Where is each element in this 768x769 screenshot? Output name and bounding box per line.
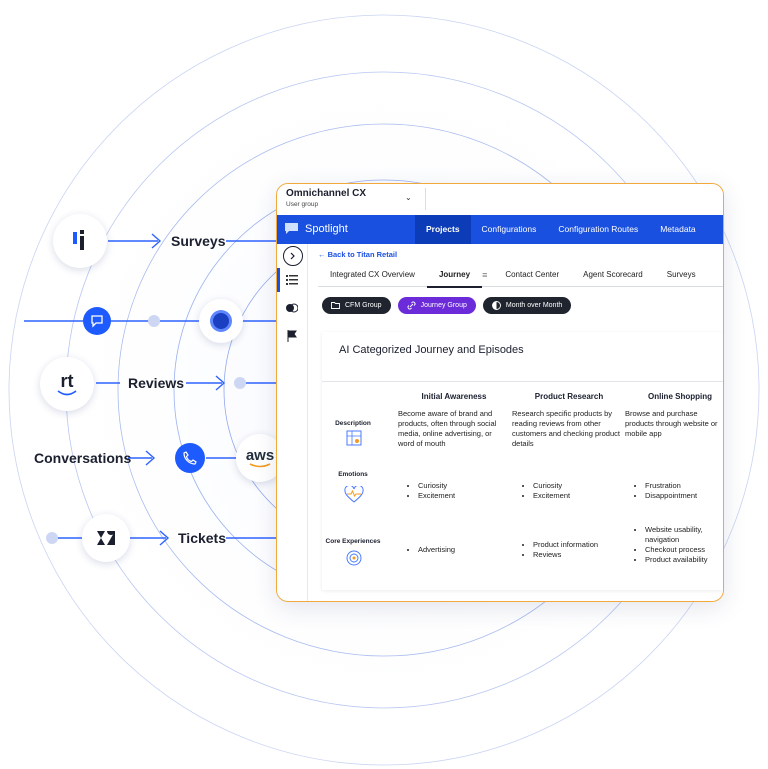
toggle-icon <box>286 303 298 313</box>
integration-node-tickets <box>82 514 130 562</box>
tab-agent-scorecard[interactable]: Agent Scorecard <box>583 270 643 279</box>
aws-smile-icon <box>249 463 271 468</box>
source-label-conversations: Conversations <box>34 450 132 466</box>
list-item: Curiosity <box>418 481 455 491</box>
chip-label: Month over Month <box>505 302 563 309</box>
list-item: Excitement <box>418 491 455 501</box>
row-label-core-experiences: Core Experiences <box>325 538 381 545</box>
sidebar-active-indicator <box>277 268 280 292</box>
integration-node-surveys <box>53 214 107 268</box>
card-title: AI Categorized Journey and Episodes <box>339 344 524 356</box>
chip-label: CFM Group <box>345 302 382 309</box>
top-nav: Spotlight Projects Configurations Config… <box>277 215 723 244</box>
description-cell-online-shopping: Browse and purchase products through web… <box>625 409 718 438</box>
row-label-emotions: Emotions <box>338 471 368 478</box>
workspace-title: Omnichannel CX <box>286 188 367 199</box>
list-item: Product availability <box>645 555 723 565</box>
core-list-initial-awareness: Advertising <box>404 545 455 555</box>
list-icon <box>286 275 298 285</box>
source-label-reviews: Reviews <box>128 375 185 391</box>
list-item: Curiosity <box>533 481 570 491</box>
filter-chips: CFM Group Journey Group Month over Month <box>322 297 572 314</box>
nav-projects[interactable]: Projects <box>415 215 471 244</box>
emotions-list-initial-awareness: Curiosity Excitement <box>404 481 455 501</box>
integration-node-chat <box>83 307 111 335</box>
chip-label: Journey Group <box>420 302 467 309</box>
list-item: Advertising <box>418 545 455 555</box>
heart-pulse-icon <box>344 486 364 503</box>
workspace-chevron-down-icon[interactable]: ⌄ <box>405 193 412 202</box>
main-content: ← Back to Titan Retail Integrated CX Ove… <box>308 244 723 601</box>
list-item: Website usability, navigation <box>645 525 723 545</box>
integration-node-phone <box>175 443 205 473</box>
target-icon <box>346 550 362 566</box>
emotions-list-product-research: Curiosity Excitement <box>519 481 570 501</box>
list-item: Reviews <box>533 550 598 560</box>
aws-logo: aws <box>245 447 275 464</box>
column-header-initial-awareness: Initial Awareness <box>421 392 487 401</box>
tab-contact-center[interactable]: Contact Center <box>505 270 560 279</box>
sidebar <box>277 244 308 601</box>
integration-node-reviews: rt <box>40 357 94 411</box>
divider <box>425 188 426 210</box>
list-item: Disappointment <box>645 491 697 501</box>
drag-handle-icon[interactable]: ≡ <box>482 270 488 280</box>
list-item: Excitement <box>533 491 570 501</box>
list-item: Checkout process <box>645 545 723 555</box>
nav-items: Projects Configurations Configuration Ro… <box>415 215 707 244</box>
tab-integrated-cx-overview[interactable]: Integrated CX Overview <box>330 270 415 279</box>
core-list-product-research: Product information Reviews <box>519 540 598 560</box>
back-link[interactable]: ← Back to Titan Retail <box>318 250 398 259</box>
zendesk-logo-icon <box>97 531 115 545</box>
chip-month-over-month[interactable]: Month over Month <box>482 297 572 314</box>
sidebar-expand-button[interactable] <box>283 246 303 266</box>
sidebar-item-list[interactable] <box>283 271 301 289</box>
sidebar-item-flag[interactable] <box>283 327 301 345</box>
column-header-online-shopping: Online Shopping <box>648 392 712 401</box>
source-label-surveys: Surveys <box>171 233 226 249</box>
description-grid-icon <box>346 430 362 446</box>
spotlight-logo-icon <box>285 223 298 234</box>
nav-metadata[interactable]: Metadata <box>660 224 696 234</box>
tab-bar: Integrated CX Overview Journey ≡ Contact… <box>318 268 723 288</box>
list-item: Frustration <box>645 481 697 491</box>
list-item: Product information <box>533 540 598 550</box>
target-icon <box>213 313 229 329</box>
tab-surveys[interactable]: Surveys <box>666 270 696 279</box>
integration-node-target <box>199 299 243 343</box>
half-circle-icon <box>491 301 501 310</box>
phone-icon <box>183 451 197 465</box>
divider <box>322 381 723 382</box>
chevron-right-icon <box>290 252 295 260</box>
description-cell-initial-awareness: Become aware of brand and products, ofte… <box>398 409 497 448</box>
core-list-online-shopping: Website usability, navigation Checkout p… <box>631 525 723 565</box>
chip-cfm-group[interactable]: CFM Group <box>322 297 391 314</box>
tab-journey[interactable]: Journey <box>426 268 483 288</box>
description-cell-product-research: Research specific products by reading re… <box>512 409 620 448</box>
rt-logo: rt <box>60 371 74 391</box>
workspace-bar: Omnichannel CX User group ⌄ <box>277 184 723 215</box>
folder-icon <box>331 302 340 309</box>
brand-name[interactable]: Spotlight <box>305 223 348 235</box>
flag-icon <box>287 330 297 342</box>
app-window: Omnichannel CX User group ⌄ Spotlight Pr… <box>276 183 724 602</box>
sidebar-item-toggle[interactable] <box>283 299 301 317</box>
emotions-list-online-shopping: Frustration Disappointment <box>631 481 697 501</box>
nav-configurations[interactable]: Configurations <box>481 224 537 234</box>
smile-icon <box>57 390 77 396</box>
survey-logo-icon <box>73 230 84 250</box>
source-label-tickets: Tickets <box>178 530 226 546</box>
journey-card: AI Categorized Journey and Episodes Init… <box>322 332 723 590</box>
chip-journey-group[interactable]: Journey Group <box>397 297 476 314</box>
column-header-product-research: Product Research <box>534 392 604 401</box>
row-label-description: Description <box>335 420 371 427</box>
chat-bubble-icon <box>91 315 103 328</box>
workspace-subtitle: User group <box>286 201 319 208</box>
nav-configuration-routes[interactable]: Configuration Routes <box>558 224 639 234</box>
link-icon <box>407 301 416 310</box>
